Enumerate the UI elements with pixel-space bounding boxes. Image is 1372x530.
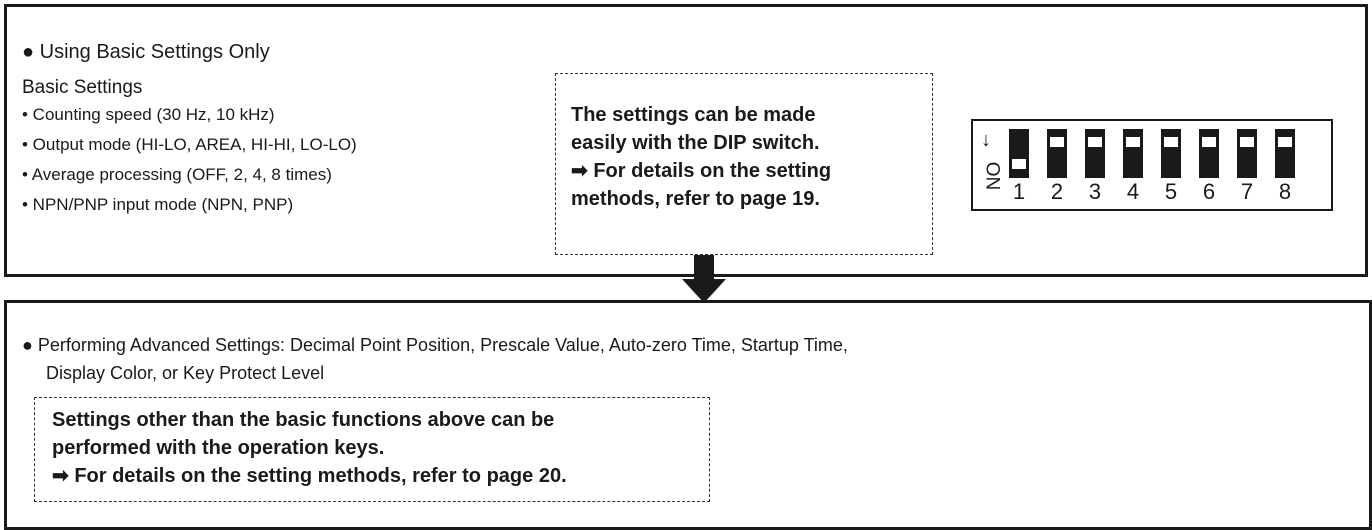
note-line: methods, refer to page 19.	[571, 188, 820, 210]
list-item: • Average processing (OFF, 2, 4, 8 times…	[22, 165, 332, 184]
switch-number: 3	[1088, 179, 1102, 204]
switch-number: 7	[1240, 179, 1254, 204]
dip-switch-4	[1123, 129, 1143, 178]
down-arrow-icon: ↓	[981, 129, 991, 151]
down-arrow-icon	[682, 255, 726, 303]
switch-number: 2	[1050, 179, 1064, 204]
basic-settings-list: • Counting speed (30 Hz, 10 kHz) • Outpu…	[22, 100, 357, 220]
switch-number: 8	[1278, 179, 1292, 204]
operation-keys-note: Settings other than the basic functions …	[34, 397, 710, 502]
list-item: • Counting speed (30 Hz, 10 kHz)	[22, 105, 275, 124]
dip-switch-7	[1237, 129, 1257, 178]
dip-switch-1	[1009, 129, 1029, 178]
note-line: ➡ For details on the setting methods, re…	[52, 465, 567, 487]
note-line: easily with the DIP switch.	[571, 132, 820, 154]
switch-number: 6	[1202, 179, 1216, 204]
note-line: ➡ For details on the setting	[571, 160, 832, 182]
basic-settings-heading: ● Using Basic Settings Only	[22, 41, 270, 63]
switch-number: 4	[1126, 179, 1140, 204]
note-line: performed with the operation keys.	[52, 437, 385, 459]
note-line: The settings can be made	[571, 104, 816, 126]
dip-switch-6	[1199, 129, 1219, 178]
list-item: • Output mode (HI-LO, AREA, HI-HI, LO-LO…	[22, 135, 357, 154]
basic-settings-subheading: Basic Settings	[22, 77, 143, 98]
list-item: • NPN/PNP input mode (NPN, PNP)	[22, 195, 294, 214]
on-label: ON	[981, 161, 1003, 191]
advanced-settings-heading-cont: Display Color, or Key Protect Level	[46, 363, 325, 383]
dip-switch-5	[1161, 129, 1181, 178]
dip-switch-8	[1275, 129, 1295, 178]
advanced-settings-heading: ● Performing Advanced Settings: Decimal …	[22, 335, 848, 355]
switch-number: 1	[1012, 179, 1026, 204]
note-line: Settings other than the basic functions …	[52, 409, 555, 431]
dip-switch-3	[1085, 129, 1105, 178]
dip-switch-diagram: ↓ ON 1 2 3 4 5 6 7 8	[971, 119, 1333, 211]
dip-switch-note: The settings can be made easily with the…	[555, 73, 933, 255]
switch-number: 5	[1164, 179, 1178, 204]
dip-switch-2	[1047, 129, 1067, 178]
